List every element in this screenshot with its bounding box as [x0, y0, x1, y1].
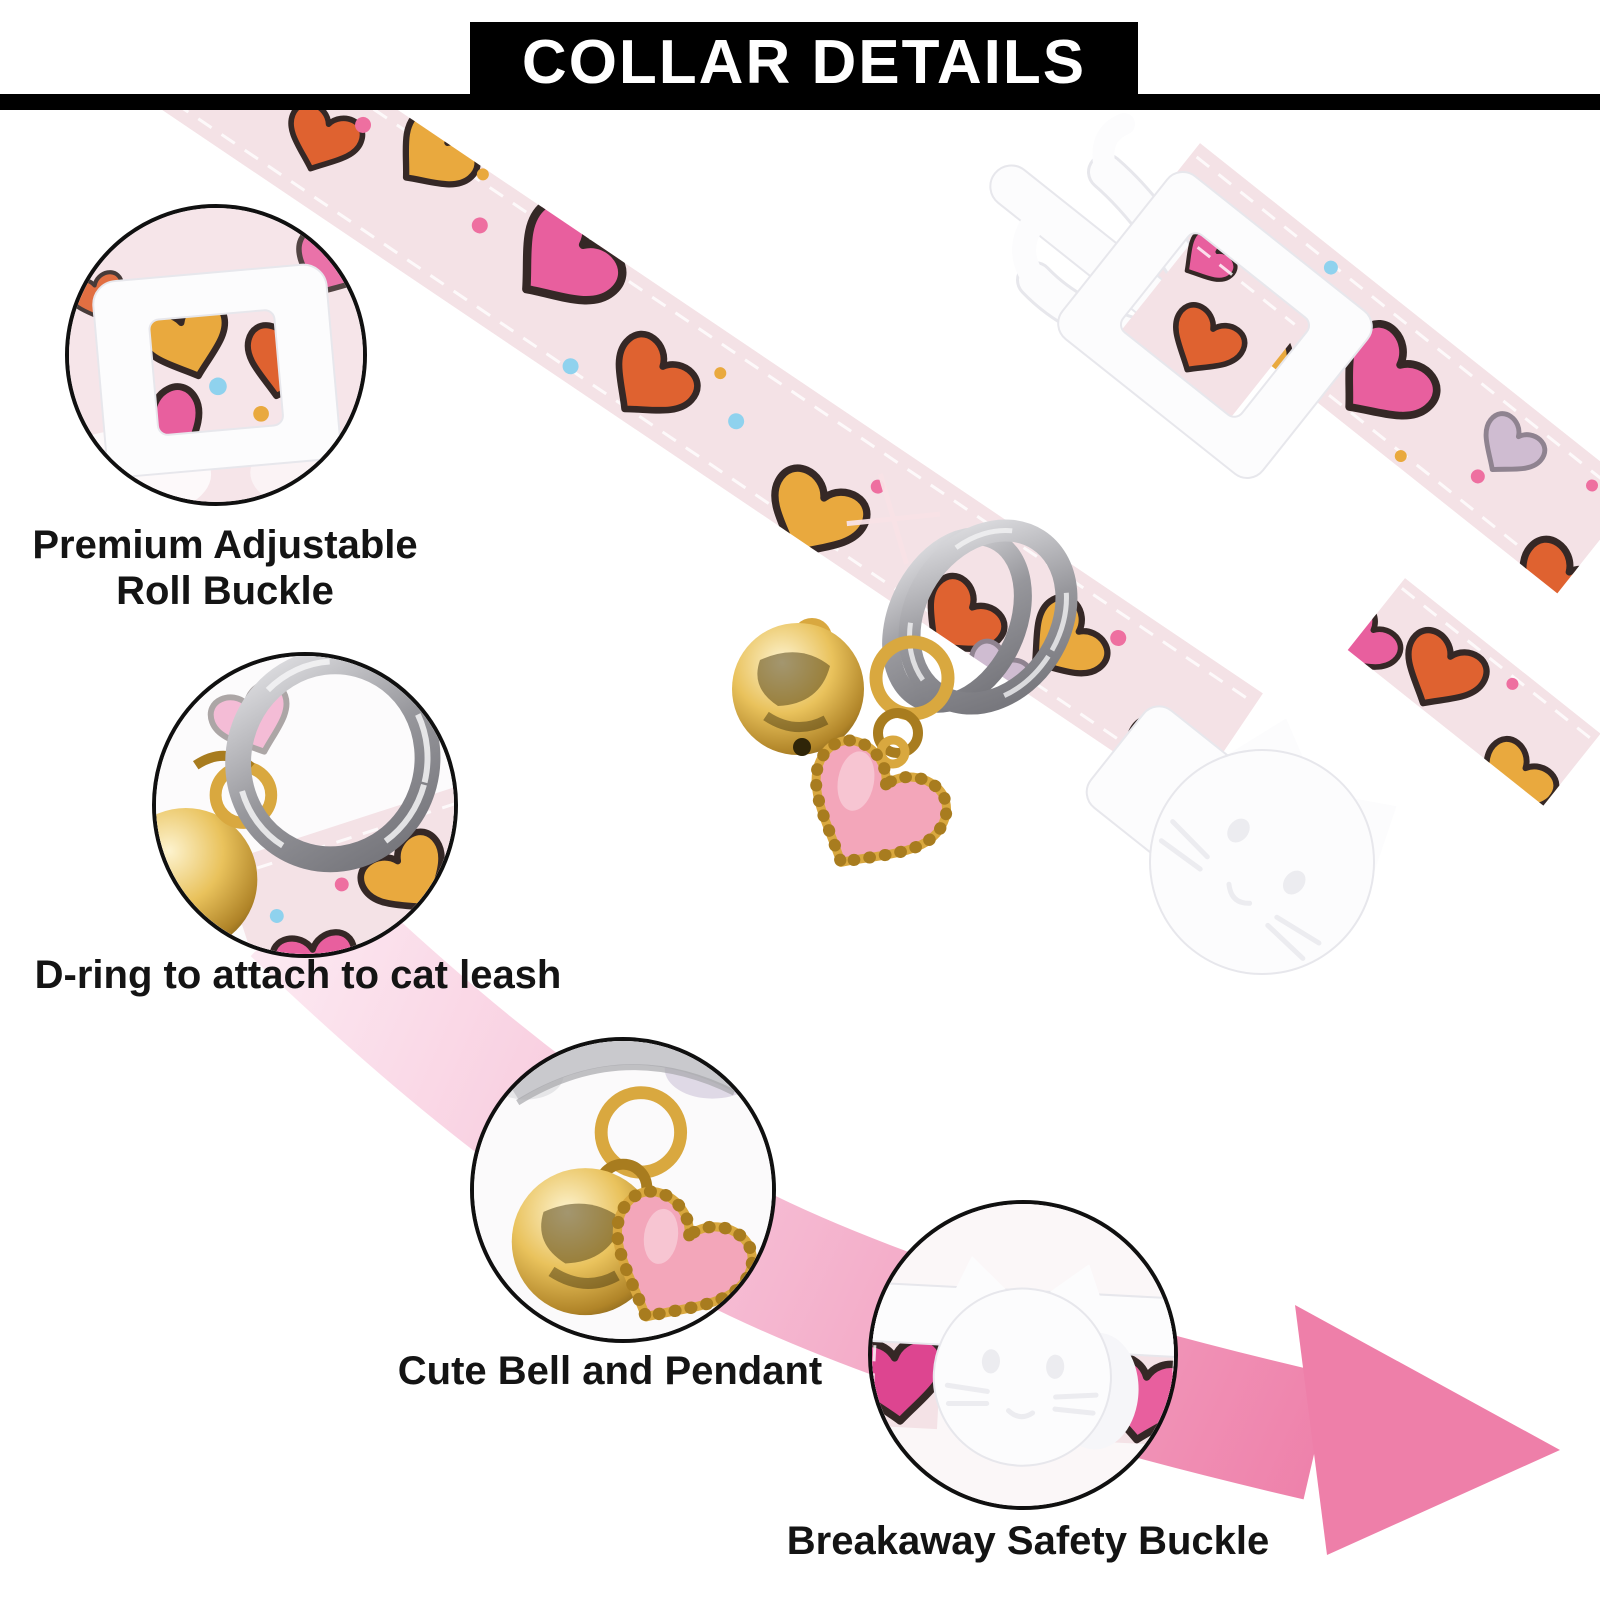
heart-pendant-icon	[781, 729, 957, 896]
dot-print	[355, 116, 1127, 646]
bell-icon	[732, 618, 864, 756]
callout-d-ring	[152, 652, 458, 958]
cat-face-emboss	[1158, 818, 1322, 961]
title-banner: COLLAR DETAILS	[470, 22, 1138, 102]
strap-keeper-icon	[1057, 171, 1373, 479]
jump-rings-icon	[869, 635, 955, 758]
callout-bell-pendant	[470, 1037, 776, 1343]
callout-safety-buckle	[868, 1200, 1178, 1510]
breakaway-buckle-closeup-icon	[872, 1204, 1174, 1506]
cat-face-buckle-icon	[1085, 705, 1397, 975]
callout-label-safety-buckle: Breakaway Safety Buckle	[786, 1519, 1270, 1563]
roll-buckle-closeup-icon	[69, 208, 363, 502]
callout-label-d-ring: D-ring to attach to cat leash	[34, 953, 562, 997]
d-ring-closeup-icon	[156, 656, 454, 954]
collar-strap-tail	[1297, 578, 1600, 806]
callout-roll-buckle	[65, 204, 367, 506]
header-rule	[0, 94, 1600, 110]
callout-label-bell-pendant: Cute Bell and Pendant	[397, 1349, 823, 1393]
callout-label-roll-buckle: Premium Adjustable Roll Buckle	[32, 523, 418, 613]
bell-pendant-closeup-icon	[474, 1041, 772, 1339]
page-title: COLLAR DETAILS	[521, 27, 1087, 97]
